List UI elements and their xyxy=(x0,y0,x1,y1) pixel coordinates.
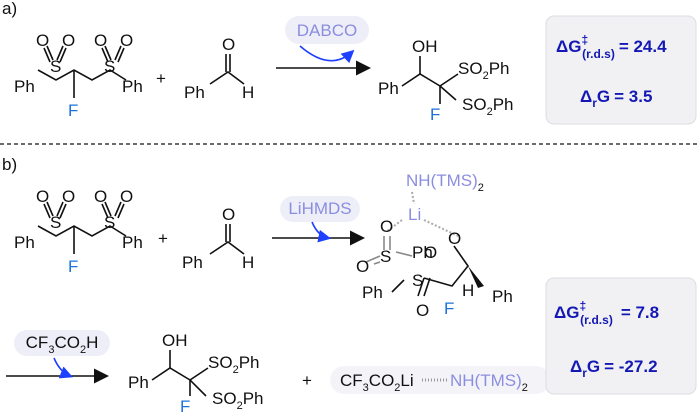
activation-energy-b: ΔG‡(r.d.s)= 7.8 xyxy=(554,299,659,327)
activation-energy-a: ΔG‡(r.d.s)= 24.4 xyxy=(556,33,667,61)
oxygen-label: O xyxy=(94,187,107,206)
panel-a-label: a) xyxy=(2,0,17,18)
fluorine-label: F xyxy=(430,105,440,124)
oxygen-label: O xyxy=(94,31,107,50)
hydroxyl-label: OH xyxy=(162,331,188,350)
product-a: Ph OH SO2Ph SO2Ph F xyxy=(378,37,513,124)
fluorine-label: F xyxy=(68,101,78,120)
plus-sign: + xyxy=(158,229,168,248)
oxygen-label: O xyxy=(120,187,133,206)
catalyst-badge xyxy=(285,16,369,44)
hydrogen-label: H xyxy=(242,253,254,272)
sulfur-label: S xyxy=(104,57,115,76)
ph-label: Ph xyxy=(362,283,383,302)
product-b: Ph OH SO2Ph SO2Ph F xyxy=(128,331,263,416)
reactant-bis-sulfone-b: Ph S S O O O O Ph F xyxy=(14,187,143,276)
wedge-bond xyxy=(468,266,484,288)
curved-arrow-icon xyxy=(53,357,73,379)
sulfur-label: S xyxy=(412,271,423,290)
ph-label: Ph xyxy=(14,233,35,252)
oxygen-label: O xyxy=(62,187,75,206)
curved-arrow-icon xyxy=(299,45,355,64)
sulfonyl-label: SO2Ph xyxy=(458,59,509,82)
oxygen-label: O xyxy=(222,35,235,54)
amine-label: NH(TMS)2 xyxy=(450,371,528,394)
sulfur-label: S xyxy=(104,213,115,232)
fluorine-label: F xyxy=(68,257,78,276)
curved-arrow-icon xyxy=(311,221,332,243)
lithium-label: Li xyxy=(408,205,421,224)
oxygen-label: O xyxy=(416,301,429,320)
plus-sign: + xyxy=(156,69,166,88)
ph-label: Ph xyxy=(184,83,205,102)
benzaldehyde-a: Ph O H xyxy=(184,35,254,102)
hydrogen-label: H xyxy=(462,281,474,300)
oxygen-label: O xyxy=(380,217,393,236)
hydrogen-label: H xyxy=(242,83,254,102)
oxygen-label: O xyxy=(448,229,461,248)
fluorine-label: F xyxy=(444,299,454,318)
sulfonyl-label: SO2Ph xyxy=(212,389,263,412)
sulfur-label: S xyxy=(50,57,61,76)
acid-label: CF3CO2H xyxy=(26,333,99,356)
oxygen-label: O xyxy=(36,187,49,206)
oxygen-label: O xyxy=(424,243,437,262)
acid-badge xyxy=(14,330,110,356)
ph-label: Ph xyxy=(14,77,35,96)
base-label: LiHMDS xyxy=(288,199,351,218)
ph-label: Ph xyxy=(182,253,203,272)
oxygen-label: O xyxy=(62,31,75,50)
benzaldehyde-b: Ph O H xyxy=(182,205,254,272)
oxygen-label: O xyxy=(356,257,369,276)
ph-label: Ph xyxy=(492,287,513,306)
oxygen-label: O xyxy=(36,31,49,50)
oxygen-label: O xyxy=(120,31,133,50)
sulfur-label: S xyxy=(50,213,61,232)
reaction-energy-b: ΔrG= -27.2 xyxy=(570,357,658,380)
ph-label: Ph xyxy=(122,233,143,252)
reaction-energy-a: ΔrG= 3.5 xyxy=(580,87,652,110)
ph-label: Ph xyxy=(378,79,399,98)
sulfonyl-label: SO2Ph xyxy=(208,353,259,376)
ph-label: Ph xyxy=(128,373,149,392)
energy-box-b xyxy=(545,277,697,395)
plus-sign: + xyxy=(302,371,312,390)
reactant-bis-sulfone-a: Ph S S O O O O Ph F xyxy=(14,31,143,120)
ph-label: Ph xyxy=(122,77,143,96)
fluorine-label: F xyxy=(180,397,190,416)
sulfonyl-label: SO2Ph xyxy=(462,95,513,118)
panel-b-label: b) xyxy=(2,155,17,174)
hydroxyl-label: OH xyxy=(412,37,438,56)
oxygen-label: O xyxy=(222,205,235,224)
transition-state: NH(TMS)2 Li O S Ph O O S O Ph O F H Ph xyxy=(356,171,513,320)
base-badge xyxy=(280,196,360,222)
catalyst-label: DABCO xyxy=(297,21,357,40)
energy-box-a xyxy=(545,15,697,125)
ph-label: Ph xyxy=(412,243,433,262)
trifluoroacetate-label: CF3CO2Li xyxy=(340,371,414,394)
amide-label: NH(TMS)2 xyxy=(406,171,484,194)
sulfur-label: S xyxy=(380,247,391,266)
lithium-salt-byproduct: CF3CO2Li NH(TMS)2 xyxy=(340,371,528,394)
